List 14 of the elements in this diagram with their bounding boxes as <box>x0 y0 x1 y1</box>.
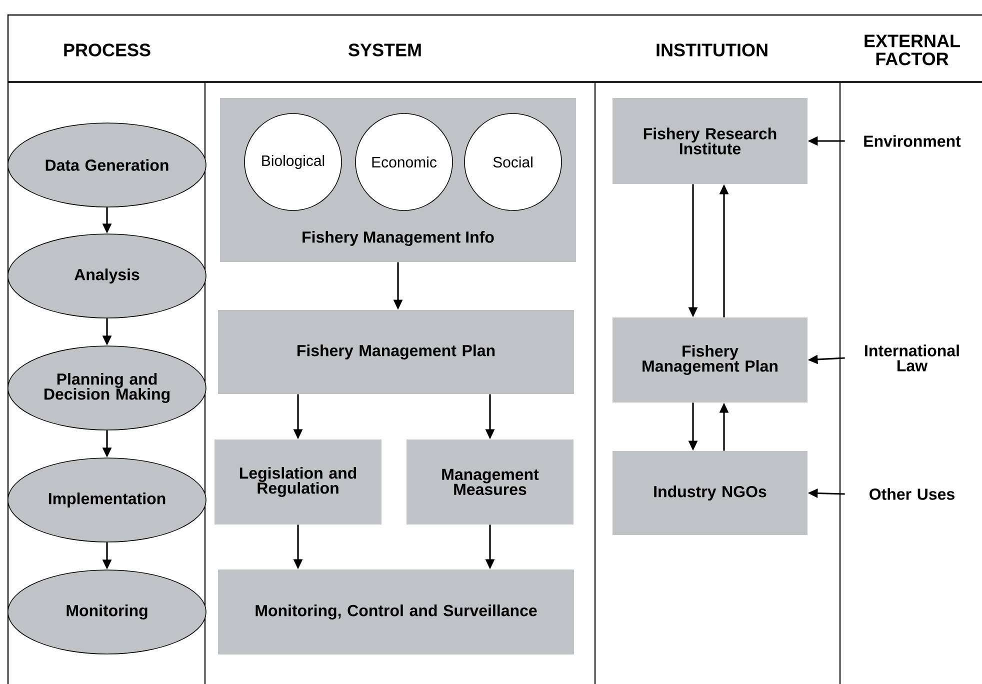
system-box: Fishery Management Plan <box>612 318 808 402</box>
factor-text: Other Uses <box>870 488 954 500</box>
system-box: Legislation and Regulation <box>214 440 382 524</box>
column-header: PROCESS <box>64 44 150 56</box>
system-box: Management Measures <box>406 440 574 524</box>
column-header: SYSTEM <box>348 44 421 56</box>
column-header: INSTITUTION <box>656 44 768 56</box>
system-box: Monitoring, Control and Surveillance <box>218 570 574 654</box>
system-box: Fishery Research Institute <box>612 98 808 184</box>
factor-text: Environment <box>864 135 961 147</box>
column-header: EXTERNAL FACTOR <box>864 34 960 66</box>
system-box: Fishery Management Plan <box>218 310 574 394</box>
system-box: Industry NGOs <box>612 451 808 535</box>
factor-text: International Law <box>865 344 959 372</box>
